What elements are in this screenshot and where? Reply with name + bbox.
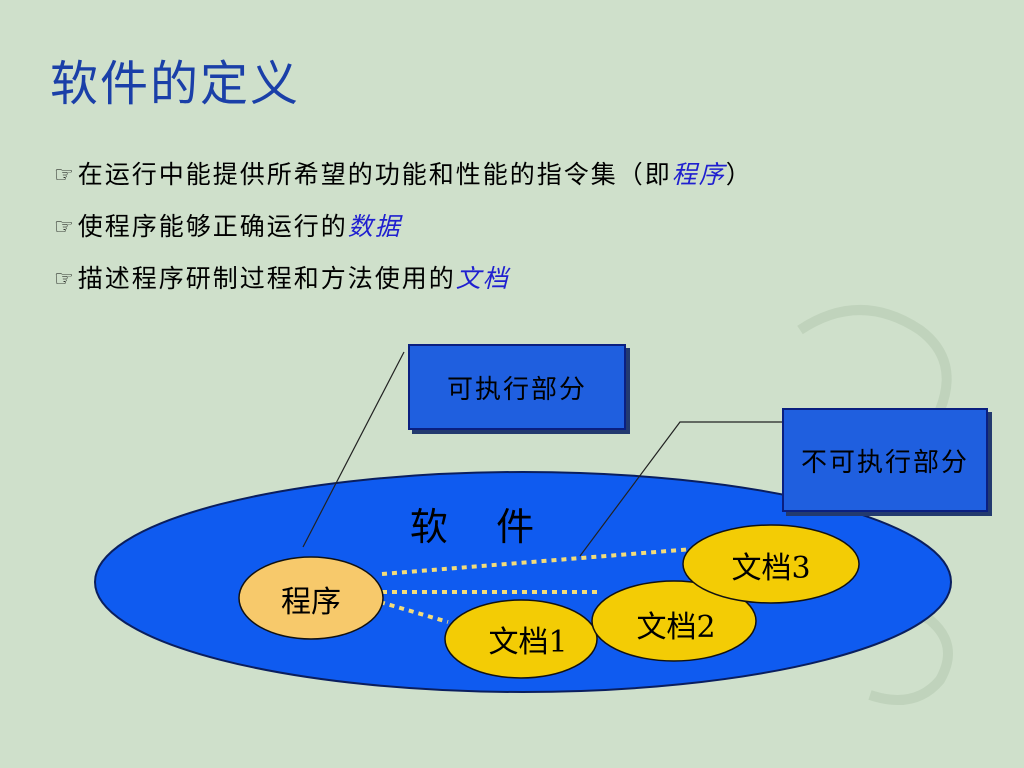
- doc2-label: 文档2: [636, 610, 715, 645]
- bullet-highlight: 程序: [671, 160, 726, 189]
- bullet-text: 使程序能够正确运行的: [77, 212, 348, 241]
- bullet-text: 在运行中能提供所希望的功能和性能的指令集（即: [77, 160, 672, 189]
- callout-line-non-executable: [579, 421, 784, 557]
- bullet-list: ☞ 在运行中能提供所希望的功能和性能的指令集（即程序） ☞ 使程序能够正确运行的…: [54, 160, 753, 316]
- pointing-hand-icon: ☞: [54, 215, 76, 240]
- pointing-hand-icon: ☞: [54, 163, 76, 188]
- doc2-node: [591, 580, 757, 662]
- executable-part-label: 可执行部分: [446, 374, 587, 405]
- bullet-item: ☞ 使程序能够正确运行的数据: [54, 212, 753, 264]
- non-executable-part-label: 不可执行部分: [800, 447, 969, 478]
- doc3-label: 文档3: [731, 551, 810, 586]
- pointing-hand-icon: ☞: [54, 267, 76, 292]
- bullet-highlight: 文档: [455, 264, 510, 293]
- software-label: 软 件: [410, 505, 534, 549]
- slide-title: 软件的定义: [50, 56, 301, 112]
- doc3-node: [682, 524, 860, 604]
- program-label: 程序: [281, 585, 341, 620]
- executable-part-box: 可执行部分: [408, 344, 626, 430]
- dotted-connectors: [379, 547, 694, 624]
- bullet-suffix: ）: [725, 160, 753, 189]
- callout-line-executable: [302, 351, 405, 548]
- bullet-item: ☞ 在运行中能提供所希望的功能和性能的指令集（即程序）: [54, 160, 753, 212]
- bullet-highlight: 数据: [347, 212, 402, 241]
- bullet-text: 描述程序研制过程和方法使用的: [77, 264, 456, 293]
- non-executable-part-box: 不可执行部分: [782, 408, 988, 512]
- doc1-node: [444, 599, 598, 679]
- bullet-item: ☞ 描述程序研制过程和方法使用的文档: [54, 264, 753, 316]
- program-node: [238, 556, 384, 640]
- doc1-label: 文档1: [488, 625, 567, 660]
